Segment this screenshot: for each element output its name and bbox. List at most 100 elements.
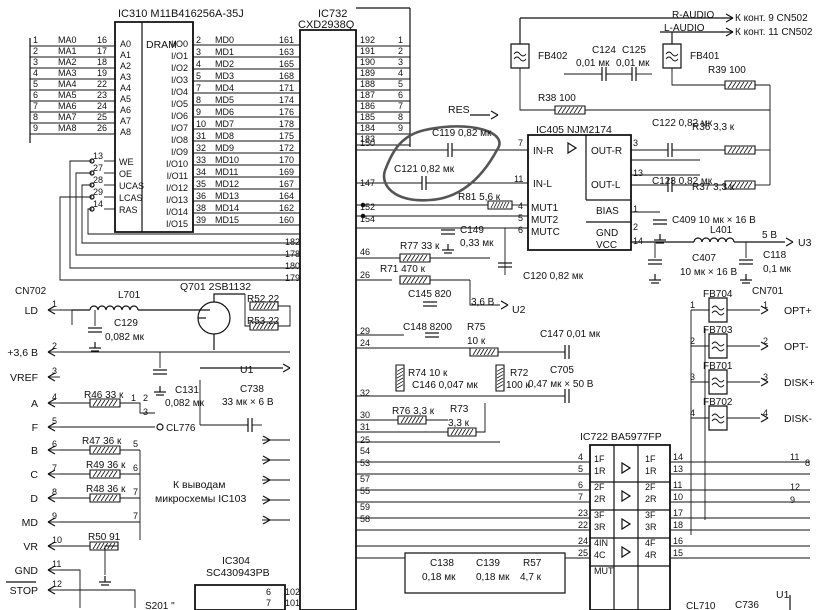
md-net-label: MD7 [215, 119, 234, 129]
resistor-hatch [113, 471, 117, 477]
pin-number: 46 [360, 247, 370, 257]
resistor-hatch [113, 447, 117, 453]
resistor-hatch [497, 381, 503, 384]
c738-value: 33 мк × 6 В [222, 397, 274, 408]
md-net-label: MD6 [215, 107, 234, 117]
ic304-part: SC430943PB [206, 567, 270, 579]
pin-number: 9 [196, 107, 201, 117]
ic722-pin: MUT [594, 566, 614, 576]
amplifier-triangle [622, 547, 630, 557]
fb402 [511, 44, 529, 68]
address-pin: A8 [120, 127, 131, 137]
highlight-outline [384, 126, 499, 200]
resistor-hatch [97, 447, 101, 453]
pin-number: 3 [196, 47, 201, 57]
pin-number: 6 [133, 463, 138, 473]
cn702-title: CN702 [15, 286, 47, 297]
pin-number: 1 [131, 393, 136, 403]
cn701-signal: DISK- [784, 413, 813, 425]
resistor-hatch [419, 277, 423, 283]
ic722-pin: 4R [645, 550, 657, 560]
control-pin: RAS [119, 205, 138, 215]
resistor-hatch [403, 277, 407, 283]
io-pin: I/O14 [166, 207, 188, 217]
connector-arrow [263, 496, 270, 504]
io-pin: I/O3 [171, 75, 188, 85]
io-pin: I/O11 [167, 171, 188, 181]
resistor-hatch [497, 375, 503, 378]
cn701-ferrite [709, 406, 727, 430]
address-pin: A5 [120, 94, 131, 104]
connector-arrow [263, 456, 270, 464]
pin-number: 36 [196, 191, 206, 201]
pin-number: 186 [360, 101, 375, 111]
resistor-hatch [748, 147, 752, 153]
cn702-signal: STOP [10, 585, 38, 597]
pin-number: 12 [52, 579, 62, 589]
pin-number: 29 [93, 187, 103, 197]
connector-arrow [786, 238, 793, 246]
md-net-label: MD3 [215, 71, 234, 81]
pin-number: 4 [33, 68, 38, 78]
pin-number: 39 [196, 215, 206, 225]
resistor-hatch [744, 82, 748, 88]
pin-number: 6 [518, 225, 523, 235]
pin-number: 33 [196, 155, 206, 165]
connector-arrow [761, 342, 768, 350]
pin-number: 9 [790, 495, 795, 505]
r46-line [120, 403, 155, 413]
resistor-hatch [578, 107, 582, 113]
resistor-hatch [271, 303, 275, 309]
amplifier-triangle [622, 519, 630, 529]
net-label: MA0 [58, 35, 77, 45]
pin-number: 4 [578, 452, 583, 462]
resistor-hatch [264, 303, 268, 309]
pin-number: 14 [93, 199, 103, 209]
pin-number: 175 [279, 131, 294, 141]
resistor-hatch [491, 202, 494, 208]
pin-number: 24 [360, 338, 370, 348]
c125-value: 0,01 мк [616, 58, 650, 69]
ic405-pin: VCC [596, 240, 617, 251]
ic405-pin: MUT2 [531, 215, 559, 226]
r-route [520, 68, 770, 110]
address-pin: A4 [120, 83, 131, 93]
connector-arrow [48, 542, 55, 550]
pin-number: 189 [360, 68, 375, 78]
note-line: микросхемы IC103 [155, 493, 246, 505]
junction-dot [360, 213, 366, 219]
c147-label: C147 0,01 мк [540, 329, 601, 340]
pin-number: 9 [398, 123, 403, 133]
net-label: MA1 [58, 46, 77, 56]
io-pin: I/O12 [166, 183, 188, 193]
pin-number: 22 [97, 79, 107, 89]
cn702-signal: VR [23, 541, 38, 553]
cl710-label: CL710 [686, 601, 716, 610]
c124-value: 0,01 мк [576, 58, 610, 69]
r57-value: 4,7 к [520, 572, 542, 583]
pin-number: 4 [196, 59, 201, 69]
u1-label: U1 [240, 364, 254, 376]
resistor-hatch [257, 303, 261, 309]
r72-label: R72 [510, 368, 529, 379]
cn702-line [60, 310, 72, 325]
cn701-fb-label: FB702 [703, 397, 733, 408]
ic732-body [300, 30, 356, 610]
pin-number: 1 [398, 35, 403, 45]
resistor-hatch [109, 400, 113, 406]
pin-number: 101 [285, 598, 300, 608]
c738-label: C738 [240, 384, 264, 395]
ic405-pin: OUT-L [591, 180, 621, 191]
pin-number: 191 [360, 46, 375, 56]
resistor-hatch [558, 107, 562, 113]
resistor-hatch [101, 471, 105, 477]
pin-number: 150 [360, 138, 375, 148]
c149-label: C149 [460, 225, 484, 236]
pin-number: 6 [398, 90, 403, 100]
pin-number: 11 [514, 174, 523, 184]
r38-label: R38 100 [538, 93, 576, 104]
resistor-hatch [748, 182, 752, 188]
resistor-hatch [105, 447, 109, 453]
c123-label: C123 0,82 мк [652, 176, 713, 187]
resistor-hatch [105, 471, 109, 477]
